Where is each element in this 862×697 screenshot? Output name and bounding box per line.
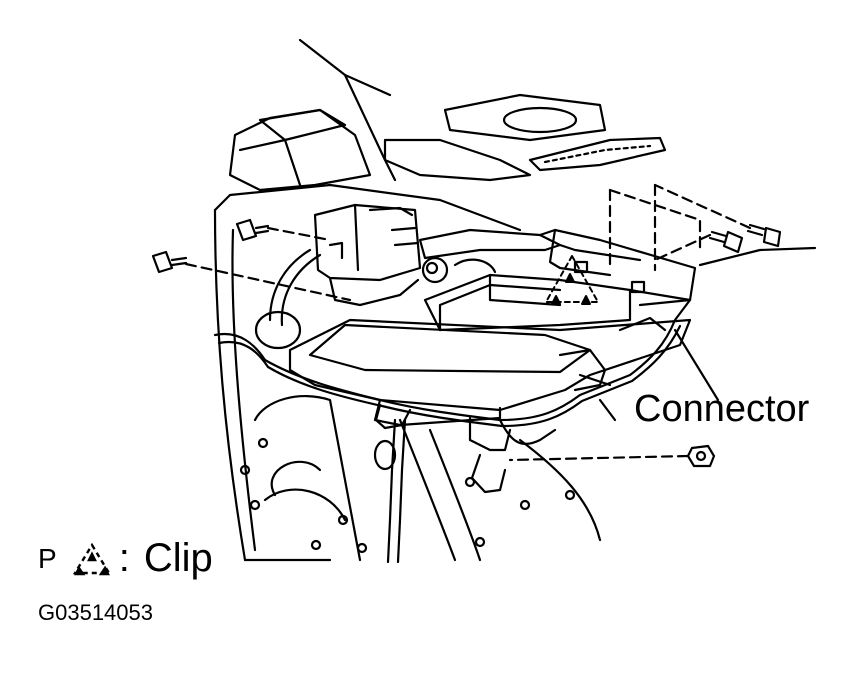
control-module	[418, 228, 697, 332]
legend-text: Clip	[143, 536, 213, 580]
bolt-upper-right-a	[653, 230, 744, 262]
bolt-left	[151, 250, 352, 302]
connector-label: Connector	[634, 388, 810, 430]
relay-block	[313, 203, 497, 307]
bolt-upper-right-b	[608, 183, 782, 272]
bolt-upper-left	[235, 218, 332, 242]
clip-legend: P : Clip	[38, 536, 213, 581]
mounting-tray	[288, 316, 692, 494]
inner-fender-panel	[213, 208, 617, 562]
connector-leader-line	[673, 328, 720, 402]
upper-body-panels	[213, 38, 817, 267]
legend-colon: :	[118, 536, 130, 580]
figure-id: G03514053	[38, 600, 153, 625]
dashed-triangle-clip-icon	[72, 542, 111, 575]
clip-marker-icon	[545, 255, 599, 305]
nut-lower-right	[508, 444, 716, 468]
legend-prefix: P	[38, 542, 57, 574]
wire-harness	[213, 248, 692, 564]
